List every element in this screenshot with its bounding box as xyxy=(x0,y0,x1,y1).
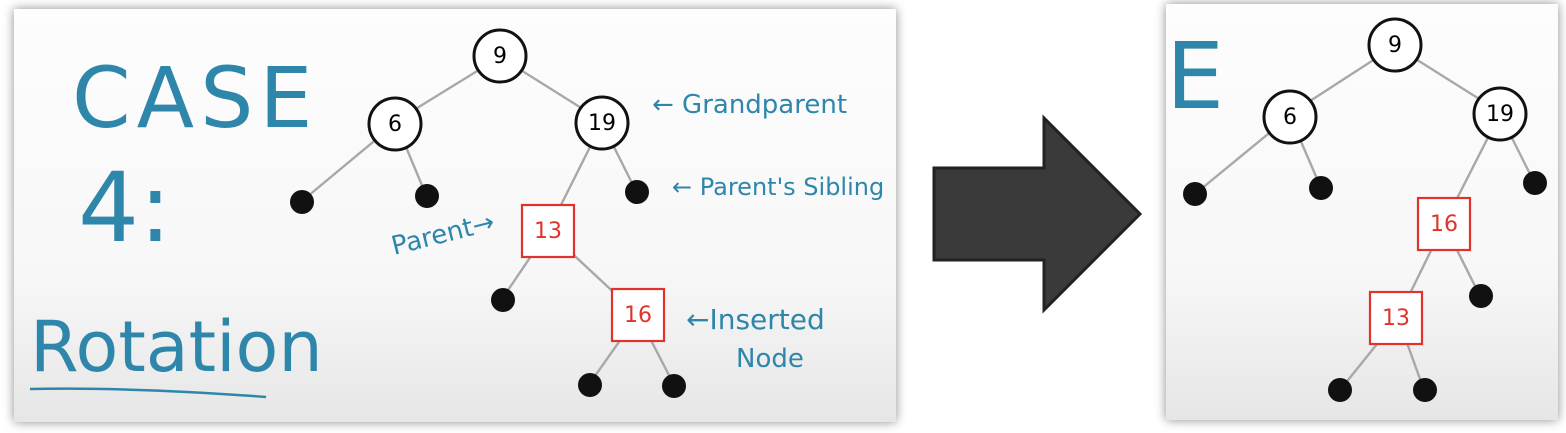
parents-sibling-annotation: ← Parent's Sibling xyxy=(672,173,884,201)
partial-letter: E xyxy=(1166,23,1224,130)
node-rotated-child-label: 13 xyxy=(1382,306,1410,331)
node-inserted-label: 16 xyxy=(624,303,652,328)
right-diagram: E 9 6 19 16 13 xyxy=(1166,17,1547,402)
leaf-node xyxy=(625,180,649,204)
node-rotated-parent-label: 16 xyxy=(1430,212,1458,237)
leaf-node xyxy=(1413,378,1437,402)
leaf-node xyxy=(415,184,439,208)
leaf-node xyxy=(1523,171,1547,195)
node-left-child-label: 6 xyxy=(1283,105,1297,130)
leaf-node xyxy=(1183,182,1207,206)
node-grandparent xyxy=(574,95,630,151)
right-arrow-icon xyxy=(932,114,1143,314)
node-inserted xyxy=(610,287,666,343)
leaf-node xyxy=(491,288,515,312)
inserted-annotation-line2: Node xyxy=(736,344,804,374)
node-parent-label: 13 xyxy=(534,219,562,244)
left-diagram: CASE 4: Rotation 9 6 19 13 16 ← Gr xyxy=(29,28,884,399)
node-left-child xyxy=(1262,89,1318,145)
node-root-label: 9 xyxy=(493,44,507,69)
node-root xyxy=(1367,17,1423,73)
leaf-node xyxy=(290,190,314,214)
right-panel: E 9 6 19 16 13 xyxy=(1166,4,1558,420)
leaf-node xyxy=(578,373,602,397)
leaf-node xyxy=(1469,284,1493,308)
rotation-title: Rotation xyxy=(30,306,323,388)
case-number: 4: xyxy=(78,152,171,264)
rotation-underline xyxy=(29,387,267,399)
node-parent xyxy=(520,203,576,259)
node-rotated-parent xyxy=(1416,196,1472,252)
node-left-child xyxy=(367,96,423,152)
node-left-child-label: 6 xyxy=(388,112,402,137)
node-right-child xyxy=(1472,86,1528,142)
node-root xyxy=(472,28,528,84)
node-right-child-label: 19 xyxy=(1486,102,1514,127)
case-title: CASE xyxy=(72,49,319,147)
leaf-node xyxy=(662,374,686,398)
node-grandparent-label: 19 xyxy=(588,111,616,136)
inserted-annotation-line1: ←Inserted xyxy=(686,303,825,336)
node-rotated-child xyxy=(1368,290,1424,346)
left-panel: CASE 4: Rotation 9 6 19 13 16 ← Gr xyxy=(14,9,896,422)
leaf-node xyxy=(1328,378,1352,402)
leaf-node xyxy=(1309,176,1333,200)
node-root-label: 9 xyxy=(1388,33,1402,58)
parent-annotation: Parent→ xyxy=(388,207,497,262)
grandparent-annotation: ← Grandparent xyxy=(652,90,847,120)
